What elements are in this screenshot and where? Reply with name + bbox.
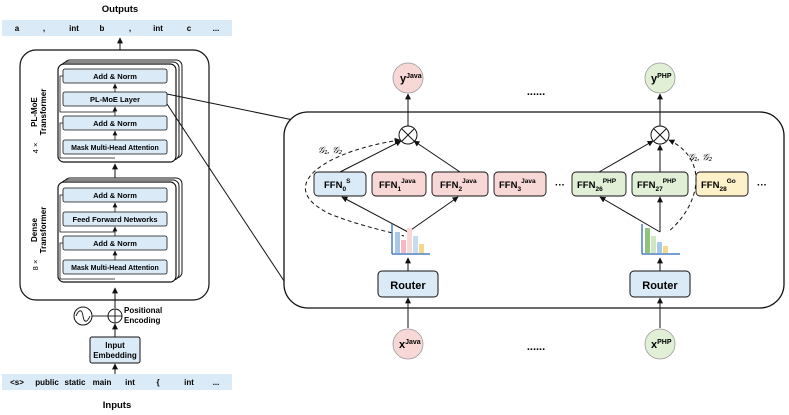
plmoe-layer-moe: PL-MoE Layer (90, 95, 140, 104)
y-java-node (392, 62, 424, 94)
outputs-title: Outputs (102, 4, 138, 15)
input-token: { (156, 378, 159, 387)
expert-ffn-27-php: FFN27PHP (631, 171, 689, 197)
inputs-title: Inputs (103, 400, 132, 411)
output-token: a (15, 24, 20, 33)
output-token: , (129, 24, 131, 33)
svg-text:FFN26PHP: FFN26PHP (577, 178, 617, 193)
inputs-token-strip (2, 374, 232, 390)
input-embedding-line2: Embedding (93, 351, 137, 360)
router-left-label: Router (390, 280, 426, 292)
loss-label-right: 𝒢₁, 𝒢₂ (688, 152, 713, 162)
combine-icon-left (398, 125, 418, 145)
output-token: ... (213, 24, 220, 33)
x-java-sup: Java (405, 339, 421, 346)
svg-text:FFN28Go: FFN28Go (701, 178, 736, 193)
y-java-base: y (400, 73, 407, 85)
loss-curve-right (667, 139, 697, 233)
dense-transformer-block: Add & Norm Feed Forward Networks Add & N… (57, 177, 183, 283)
positional-encoding-line1: Positional (124, 306, 162, 315)
combine-icon-right (650, 125, 670, 145)
input-embedding-line1: Input (105, 341, 125, 350)
y-php-base: y (651, 73, 658, 85)
inputs-tokens: <s> public static main int { int ... (10, 378, 219, 387)
plmoe-layer-add-norm-bottom: Add & Norm (93, 119, 137, 128)
svg-text:FFN3Java: FFN3Java (499, 178, 536, 193)
routing-bar-chart-icon-left (391, 224, 430, 255)
svg-text:xJava: xJava (399, 339, 421, 351)
input-token: ... (213, 378, 220, 387)
input-token: main (93, 378, 112, 387)
output-token: c (187, 24, 192, 33)
svg-text:xPHP: xPHP (651, 339, 672, 351)
input-token: static (65, 378, 86, 387)
router-left: Router (377, 270, 439, 298)
dense-layer-add-norm-bottom: Add & Norm (93, 239, 137, 248)
dense-layer-attention: Mask Multi-Head Attention (71, 265, 159, 272)
positional-encoding-line2: Encoding (124, 316, 161, 325)
x-java-base: x (399, 339, 406, 351)
expert-ffn-28-go: FFN28Go (695, 171, 749, 197)
input-token: public (35, 378, 59, 387)
svg-text:yPHP: yPHP (651, 73, 672, 85)
output-token: int (153, 24, 163, 33)
router-right-label: Router (642, 280, 678, 292)
zoom-line-top (166, 93, 299, 122)
top-ellipsis: ...... (527, 86, 545, 98)
experts-more-right: ··· (757, 180, 767, 191)
plmoe-layer-add-norm-top: Add & Norm (93, 72, 137, 81)
router-right: Router (629, 270, 691, 298)
svg-text:FFN0S: FFN0S (324, 178, 351, 193)
input-embedding-box (89, 336, 141, 364)
plmoe-label-line1: PL-MoE (30, 96, 39, 126)
expert-ffn-26-php: FFN26PHP (571, 171, 627, 197)
dense-repeat: 8 × (31, 260, 40, 271)
routing-bar-chart-icon-right (641, 224, 680, 255)
output-token: int (69, 24, 79, 33)
svg-text:FFN1Java: FFN1Java (379, 178, 416, 193)
expert-ffn-1-java: FFN1Java (371, 171, 427, 197)
moe-detail-panel (283, 111, 785, 309)
bottom-ellipsis: ...... (527, 341, 545, 353)
outputs-tokens: a , int b , int c ... (15, 24, 220, 33)
output-token: , (43, 24, 45, 33)
input-token: int (184, 378, 194, 387)
output-token: b (100, 24, 105, 33)
x-php-sup: PHP (657, 339, 672, 346)
input-token: int (125, 378, 135, 387)
svg-text:FFN2Java: FFN2Java (440, 178, 477, 193)
expert-ffn-3-java: FFN3Java (493, 171, 547, 197)
y-php-node (644, 62, 676, 94)
y-php-sup: PHP (657, 73, 672, 80)
dense-label-line1: Dense (30, 217, 39, 242)
x-java-node (392, 328, 424, 360)
y-java-sup: Java (406, 73, 422, 80)
plmoe-label-line2: Transformer (39, 89, 48, 136)
dense-label-line2: Transformer (39, 207, 48, 254)
outputs-token-strip (2, 20, 232, 36)
svg-text:yJava: yJava (400, 73, 422, 85)
dense-layer-ffn: Feed Forward Networks (72, 215, 157, 224)
expert-ffn-2-java: FFN2Java (431, 171, 489, 197)
zoom-line-bottom (166, 103, 299, 303)
svg-text:FFN27PHP: FFN27PHP (637, 178, 677, 193)
plmoe-transformer-block: Add & Norm PL-MoE Layer Add & Norm Mask … (57, 59, 183, 163)
loss-label-left: 𝒢₁, 𝒢₂ (318, 145, 343, 155)
input-token: <s> (10, 378, 24, 387)
loss-curve-left (305, 137, 405, 237)
experts-more-mid: ··· (555, 180, 565, 191)
x-php-base: x (651, 339, 658, 351)
plmoe-repeat: 4 × (31, 143, 40, 154)
x-php-node (644, 328, 676, 360)
dense-layer-add-norm-top: Add & Norm (93, 191, 137, 200)
expert-ffn-0-shared: FFN0S (313, 171, 367, 197)
plmoe-layer-attention: Mask Multi-Head Attention (71, 145, 159, 152)
